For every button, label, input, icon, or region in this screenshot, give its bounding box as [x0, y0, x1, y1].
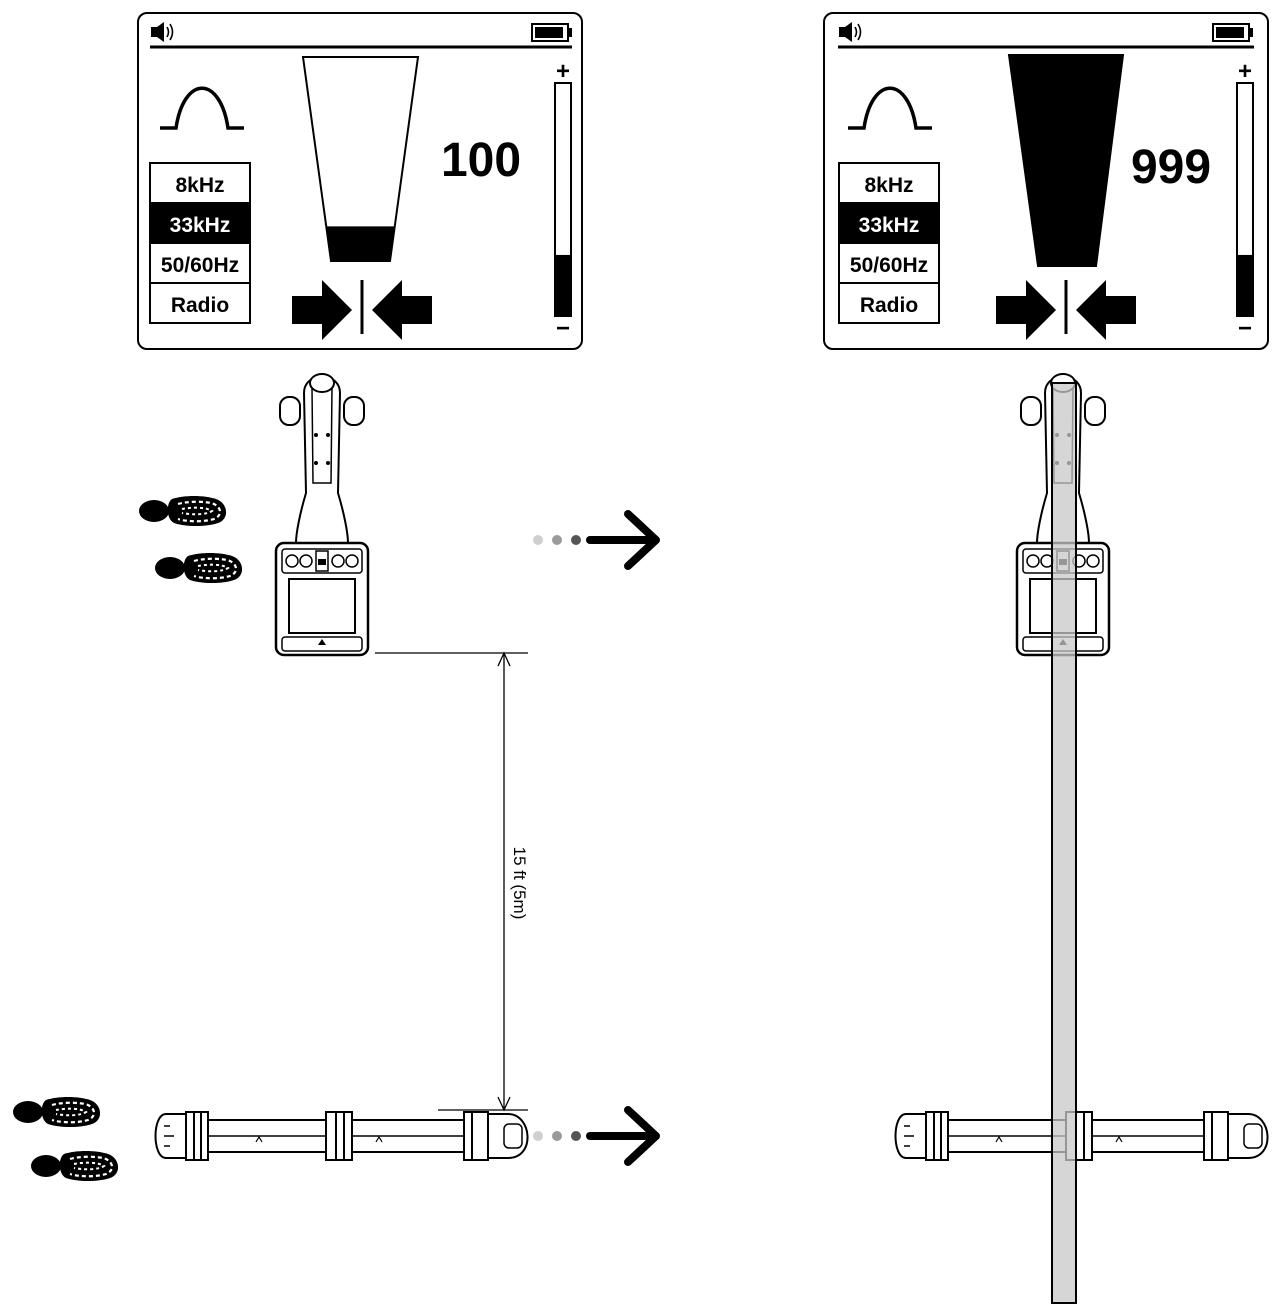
centering-arrows-icon — [292, 280, 432, 340]
gain-meter: + − — [554, 58, 572, 342]
frequency-option-radio: Radio — [860, 294, 918, 317]
frequency-option-radio: Radio — [171, 294, 229, 317]
frequency-option-33khz-selected: 33kHz — [859, 214, 920, 237]
peak-response-icon — [160, 86, 244, 130]
distance-label: 15 ft (5m) — [510, 847, 529, 920]
footprints-icon — [137, 494, 244, 585]
frequency-list: 8kHz 33kHz 50/60Hz Radio — [149, 162, 251, 324]
frequency-option-50-60hz: 50/60Hz — [850, 254, 928, 277]
distance-dimension: 15 ft (5m) — [375, 651, 529, 1112]
gain-plus-label: + — [1238, 58, 1252, 85]
speaker-icon — [151, 22, 174, 42]
gain-plus-label: + — [556, 58, 570, 85]
signal-strength-value: 999 — [1131, 141, 1211, 194]
speaker-icon — [839, 22, 862, 42]
lcd-screen-right: 8kHz 33kHz 50/60Hz Radio 999 + − — [823, 12, 1269, 350]
gain-level-fill — [1238, 254, 1252, 315]
signal-bar-fill — [326, 226, 395, 261]
signal-strength-bar — [301, 56, 420, 262]
signal-strength-bar — [1007, 54, 1125, 267]
battery-icon — [531, 23, 572, 42]
locator-horizontal — [154, 1111, 529, 1161]
lcd-screen-left: 8kHz 33kHz 50/60Hz Radio 100 + − — [137, 12, 583, 350]
gain-minus-label: − — [1238, 315, 1252, 342]
battery-icon — [1212, 23, 1253, 42]
centering-arrows-icon — [996, 280, 1136, 340]
peak-response-icon — [848, 86, 932, 130]
locator-horizontal — [894, 1111, 1269, 1161]
gain-meter: + − — [1236, 58, 1254, 342]
direction-arrow-icon — [533, 1106, 660, 1166]
gain-minus-label: − — [556, 315, 570, 342]
frequency-option-50-60hz: 50/60Hz — [161, 254, 239, 277]
signal-strength-value: 100 — [441, 134, 521, 187]
frequency-option-8khz: 8kHz — [864, 174, 913, 197]
frequency-option-8khz: 8kHz — [175, 174, 224, 197]
frequency-option-33khz-selected: 33kHz — [170, 214, 231, 237]
frequency-list: 8kHz 33kHz 50/60Hz Radio — [838, 162, 940, 324]
direction-arrow-icon — [533, 510, 660, 570]
signal-bar-fill — [1009, 55, 1123, 266]
footprints-icon — [11, 1095, 120, 1183]
gain-level-fill — [556, 254, 570, 315]
locator-vertical — [274, 372, 370, 657]
buried-pipe — [1051, 382, 1077, 1304]
